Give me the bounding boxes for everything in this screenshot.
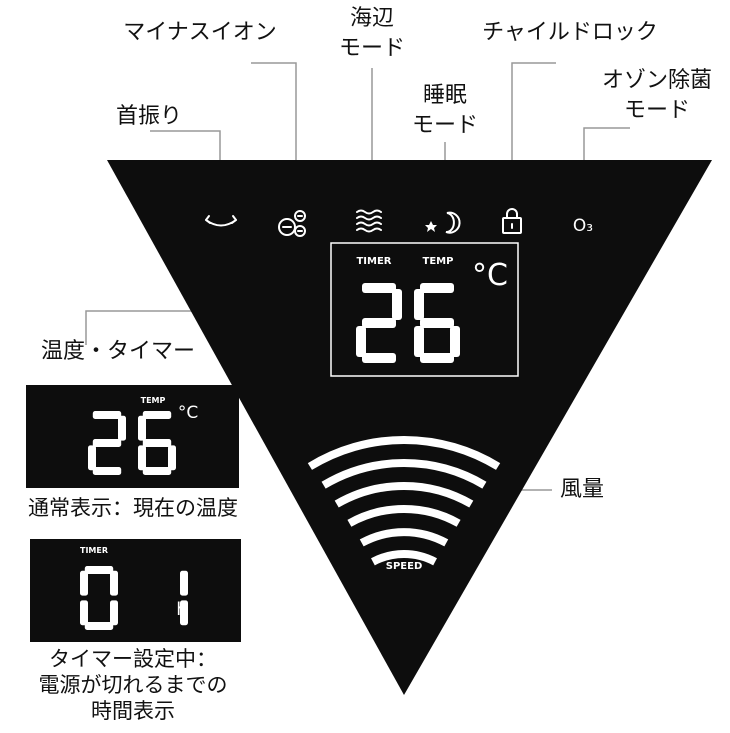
digit-segment-d: [92, 467, 122, 475]
sleep-mode-label-line1: 睡眠: [422, 83, 467, 108]
wind-level-arc: [371, 550, 437, 566]
seaside-wave-icon[interactable]: [356, 209, 382, 233]
digit-segment-b: [392, 289, 402, 320]
wind-level-arc: [307, 435, 501, 470]
main-seven-segment-readout: [356, 283, 460, 363]
seaside-mode-label-line2: モード: [338, 36, 405, 61]
ozone-mode-label-line2: モード: [623, 98, 690, 123]
digit-segment-e: [88, 445, 96, 471]
digit-segment-c: [180, 600, 188, 626]
wind-volume-label: 風量: [559, 477, 604, 502]
timer-example-tag: TIMER: [80, 546, 108, 555]
digit-segment-a: [362, 283, 396, 293]
timer-indicator: TIMER: [356, 256, 391, 267]
sleep-star-icon: [425, 221, 437, 232]
ozone-mode-label-line1: オゾン除菌: [601, 68, 712, 93]
digit-segment-b: [110, 570, 118, 596]
digit-segment-e: [414, 326, 424, 357]
normal-seven-segment-readout: [88, 411, 176, 475]
speed-label: SPEED: [386, 561, 423, 572]
timer-caption-line2: 電源が切れるまでの: [38, 673, 228, 697]
digit-segment-g: [92, 439, 122, 447]
digit-segment-d: [84, 622, 114, 630]
digit-segment-c: [110, 600, 118, 626]
digit-segment-f: [414, 289, 424, 320]
wind-level-arc: [359, 528, 449, 547]
digit-segment-c: [450, 326, 460, 357]
timer-caption-line3: 時間表示: [91, 699, 175, 723]
digit-segment-a: [84, 566, 114, 574]
swing-label: 首振り: [115, 104, 182, 129]
digit-segment-d: [420, 353, 454, 363]
child-lock-label: チャイルドロック: [482, 20, 658, 45]
normal-temp-tag: TEMP: [141, 396, 166, 405]
digit-segment-a: [420, 283, 454, 293]
seaside-mode-label-line1: 海辺: [349, 6, 394, 31]
digit-segment-c: [168, 445, 176, 471]
negative-ion-label: マイナスイオン: [123, 20, 277, 45]
digit-segment-g: [420, 318, 454, 328]
main-display-frame: [330, 242, 519, 377]
sleep-moon-icon[interactable]: [445, 211, 461, 234]
digit-segment-a: [92, 411, 122, 419]
digit-segment-d: [142, 467, 172, 475]
temp-timer-label: 温度・タイマー: [40, 339, 195, 364]
control-panel-triangle: [107, 160, 712, 695]
normal-celsius-unit: °C: [178, 403, 198, 423]
wind-level-arc: [334, 482, 474, 508]
wind-speed-bars[interactable]: [307, 435, 501, 566]
digit-segment-g: [142, 439, 172, 447]
wind-level-arc: [347, 504, 461, 527]
normal-display-caption: 通常表示：現在の温度: [28, 496, 238, 520]
digit-segment-b: [180, 570, 188, 596]
digit-segment-a: [142, 411, 172, 419]
negative-ion-icon[interactable]: [278, 210, 306, 237]
timer-display-example: [30, 539, 241, 642]
digit-segment-f: [138, 415, 146, 441]
digit-segment-d: [362, 353, 396, 363]
temp-indicator: TEMP: [423, 256, 454, 267]
digit-segment-e: [356, 326, 366, 357]
ozone-icon[interactable]: O₃: [573, 216, 593, 236]
celsius-unit: °C: [472, 258, 508, 293]
digit-segment-b: [118, 415, 126, 441]
wind-level-arc: [321, 459, 487, 489]
timer-caption-line1: タイマー設定中：: [49, 647, 217, 671]
normal-display-example: [26, 385, 239, 488]
lock-icon[interactable]: [502, 208, 522, 234]
digit-segment-g: [362, 318, 396, 328]
digit-segment-e: [138, 445, 146, 471]
timer-seven-segment-readout: [80, 566, 188, 630]
digit-segment-e: [80, 600, 88, 626]
swing-icon[interactable]: [205, 215, 237, 227]
leader-lines: [85, 62, 630, 491]
sleep-mode-label-line2: モード: [411, 113, 478, 138]
digit-segment-f: [80, 570, 88, 596]
